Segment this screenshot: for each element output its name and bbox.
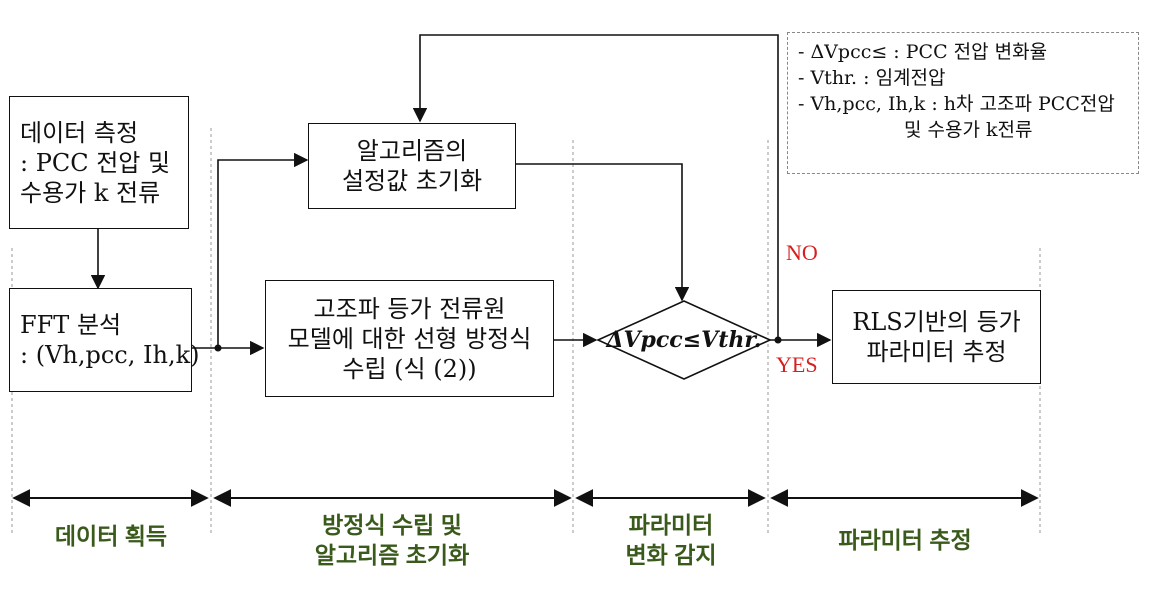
fft-line2: : (Vh,pcc, Ih,k) — [20, 341, 200, 369]
decision-text: ΔVpcc≤Vthr. — [606, 327, 762, 353]
stage-label-1: 데이터 획득 — [54, 523, 168, 549]
data-measure-line3: 수용가 k 전류 — [20, 178, 161, 207]
equation-line1: 고조파 등가 전류원 — [313, 294, 506, 323]
equation-line2: 모델에 대한 선형 방정식 — [287, 324, 532, 353]
legend-item-1: - ΔVpcc≤ : PCC 전압 변화율 — [798, 41, 1048, 63]
rls-line1: RLS기반의 등가 — [852, 308, 1021, 336]
fft-box: FFT 분석 : (Vh,pcc, Ih,k) — [9, 288, 199, 392]
equation-box: 고조파 등가 전류원 모델에 대한 선형 방정식 수립 (식 (2)) — [265, 280, 554, 397]
no-label: NO — [786, 240, 818, 265]
init-line2: 설정값 초기화 — [341, 167, 483, 195]
init-box: 알고리즘의 설정값 초기화 — [308, 123, 516, 209]
legend-item-3: - Vh,pcc, Ih,k : h차 고조파 PCC전압 — [798, 93, 1115, 115]
init-line1: 알고리즘의 — [356, 137, 468, 165]
decision-diamond — [596, 300, 772, 380]
junction-dot-2 — [774, 336, 782, 344]
data-measure-box: 데이터 측정 : PCC 전압 및 수용가 k 전류 — [9, 96, 189, 229]
fft-line1: FFT 분석 — [20, 311, 122, 339]
stage-label-2b: 알고리즘 초기화 — [314, 542, 470, 568]
rls-line2: 파라미터 추정 — [866, 338, 1007, 366]
legend-item-2: - Vthr. : 임계전압 — [798, 67, 946, 89]
data-measure-line1: 데이터 측정 — [20, 118, 139, 147]
legend-box: - ΔVpcc≤ : PCC 전압 변화율 - Vthr. : 임계전압 - V… — [787, 32, 1139, 174]
equation-line3: 수립 (식 (2)) — [342, 354, 477, 383]
data-measure-line2: : PCC 전압 및 — [20, 148, 171, 177]
stage-separators — [11, 128, 1041, 535]
yes-label: YES — [776, 352, 818, 377]
legend-item-3-cont: 및 수용가 k전류 — [904, 119, 1033, 141]
stage-label-3a: 파라미터 — [628, 512, 714, 538]
arrow-fft-to-init — [217, 152, 309, 348]
stage-label-4: 파라미터 추정 — [838, 527, 972, 553]
arrow-init-to-decision — [515, 163, 690, 302]
stage-label-2a: 방정식 수립 및 — [322, 512, 462, 538]
connectors — [90, 34, 832, 356]
stage-label-3b: 변화 감지 — [625, 542, 717, 568]
rls-box: RLS기반의 등가 파라미터 추정 — [832, 290, 1041, 384]
junction-dot-1 — [214, 344, 222, 352]
arrow-no-loop — [412, 34, 779, 340]
